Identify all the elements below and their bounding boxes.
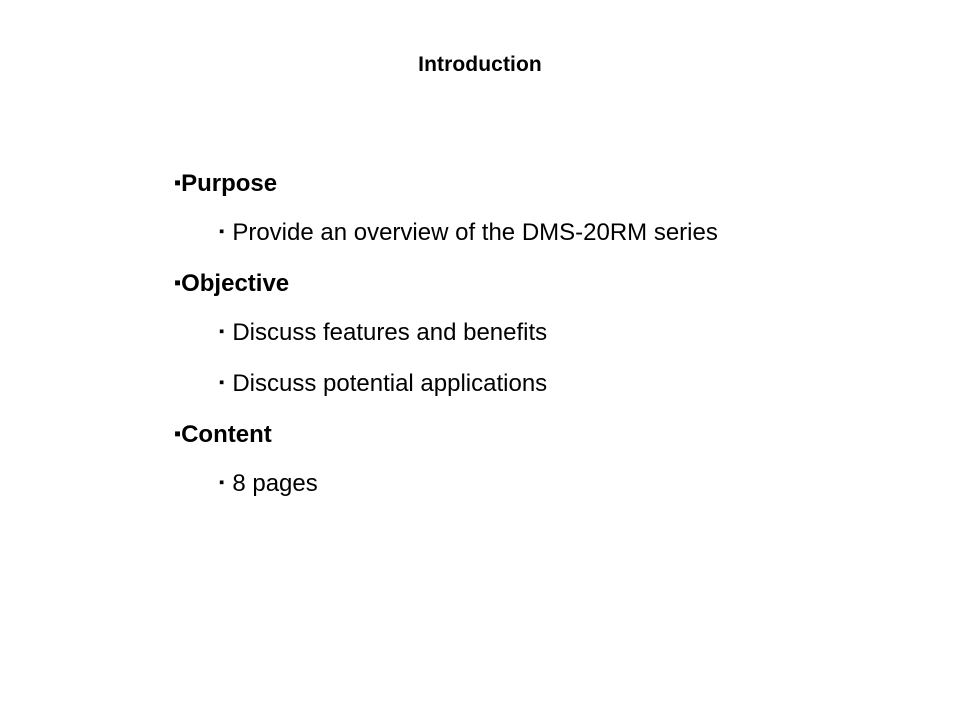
- outline-item-label: Purpose: [181, 170, 278, 197]
- outline-item: ▪ Provide an overview of the DMS-20RM ser…: [219, 209, 894, 260]
- outline-item: ▪Purpose: [174, 160, 894, 209]
- outline-item-label: Discuss potential applications: [232, 370, 548, 397]
- outline-item: ▪Content: [174, 411, 894, 460]
- outline-item-label: Objective: [181, 270, 290, 297]
- outline-item: ▪ Discuss features and benefits: [219, 309, 894, 360]
- outline-item: ▪Objective: [174, 260, 894, 309]
- square-bullet-icon: ▪: [174, 172, 182, 194]
- square-bullet-icon: ▪: [219, 474, 225, 491]
- outline-body: ▪Purpose ▪Provide an overview of the DMS…: [174, 160, 894, 511]
- square-bullet-icon: ▪: [219, 223, 225, 240]
- square-bullet-icon: ▪: [174, 423, 182, 445]
- outline-item: ▪ 8 pages: [219, 460, 894, 511]
- square-bullet-icon: ▪: [219, 323, 225, 340]
- page-title: Introduction: [418, 53, 542, 76]
- outline-item-label: Content: [181, 421, 272, 448]
- square-bullet-icon: ▪: [219, 374, 225, 391]
- outline-item-label: 8 pages: [232, 470, 318, 497]
- square-bullet-icon: ▪: [174, 272, 182, 294]
- outline-item: ▪ Discuss potential applications: [219, 360, 894, 411]
- outline-item-label: Provide an overview of the DMS-20RM seri…: [232, 219, 718, 246]
- outline-item-label: Discuss features and benefits: [232, 319, 548, 346]
